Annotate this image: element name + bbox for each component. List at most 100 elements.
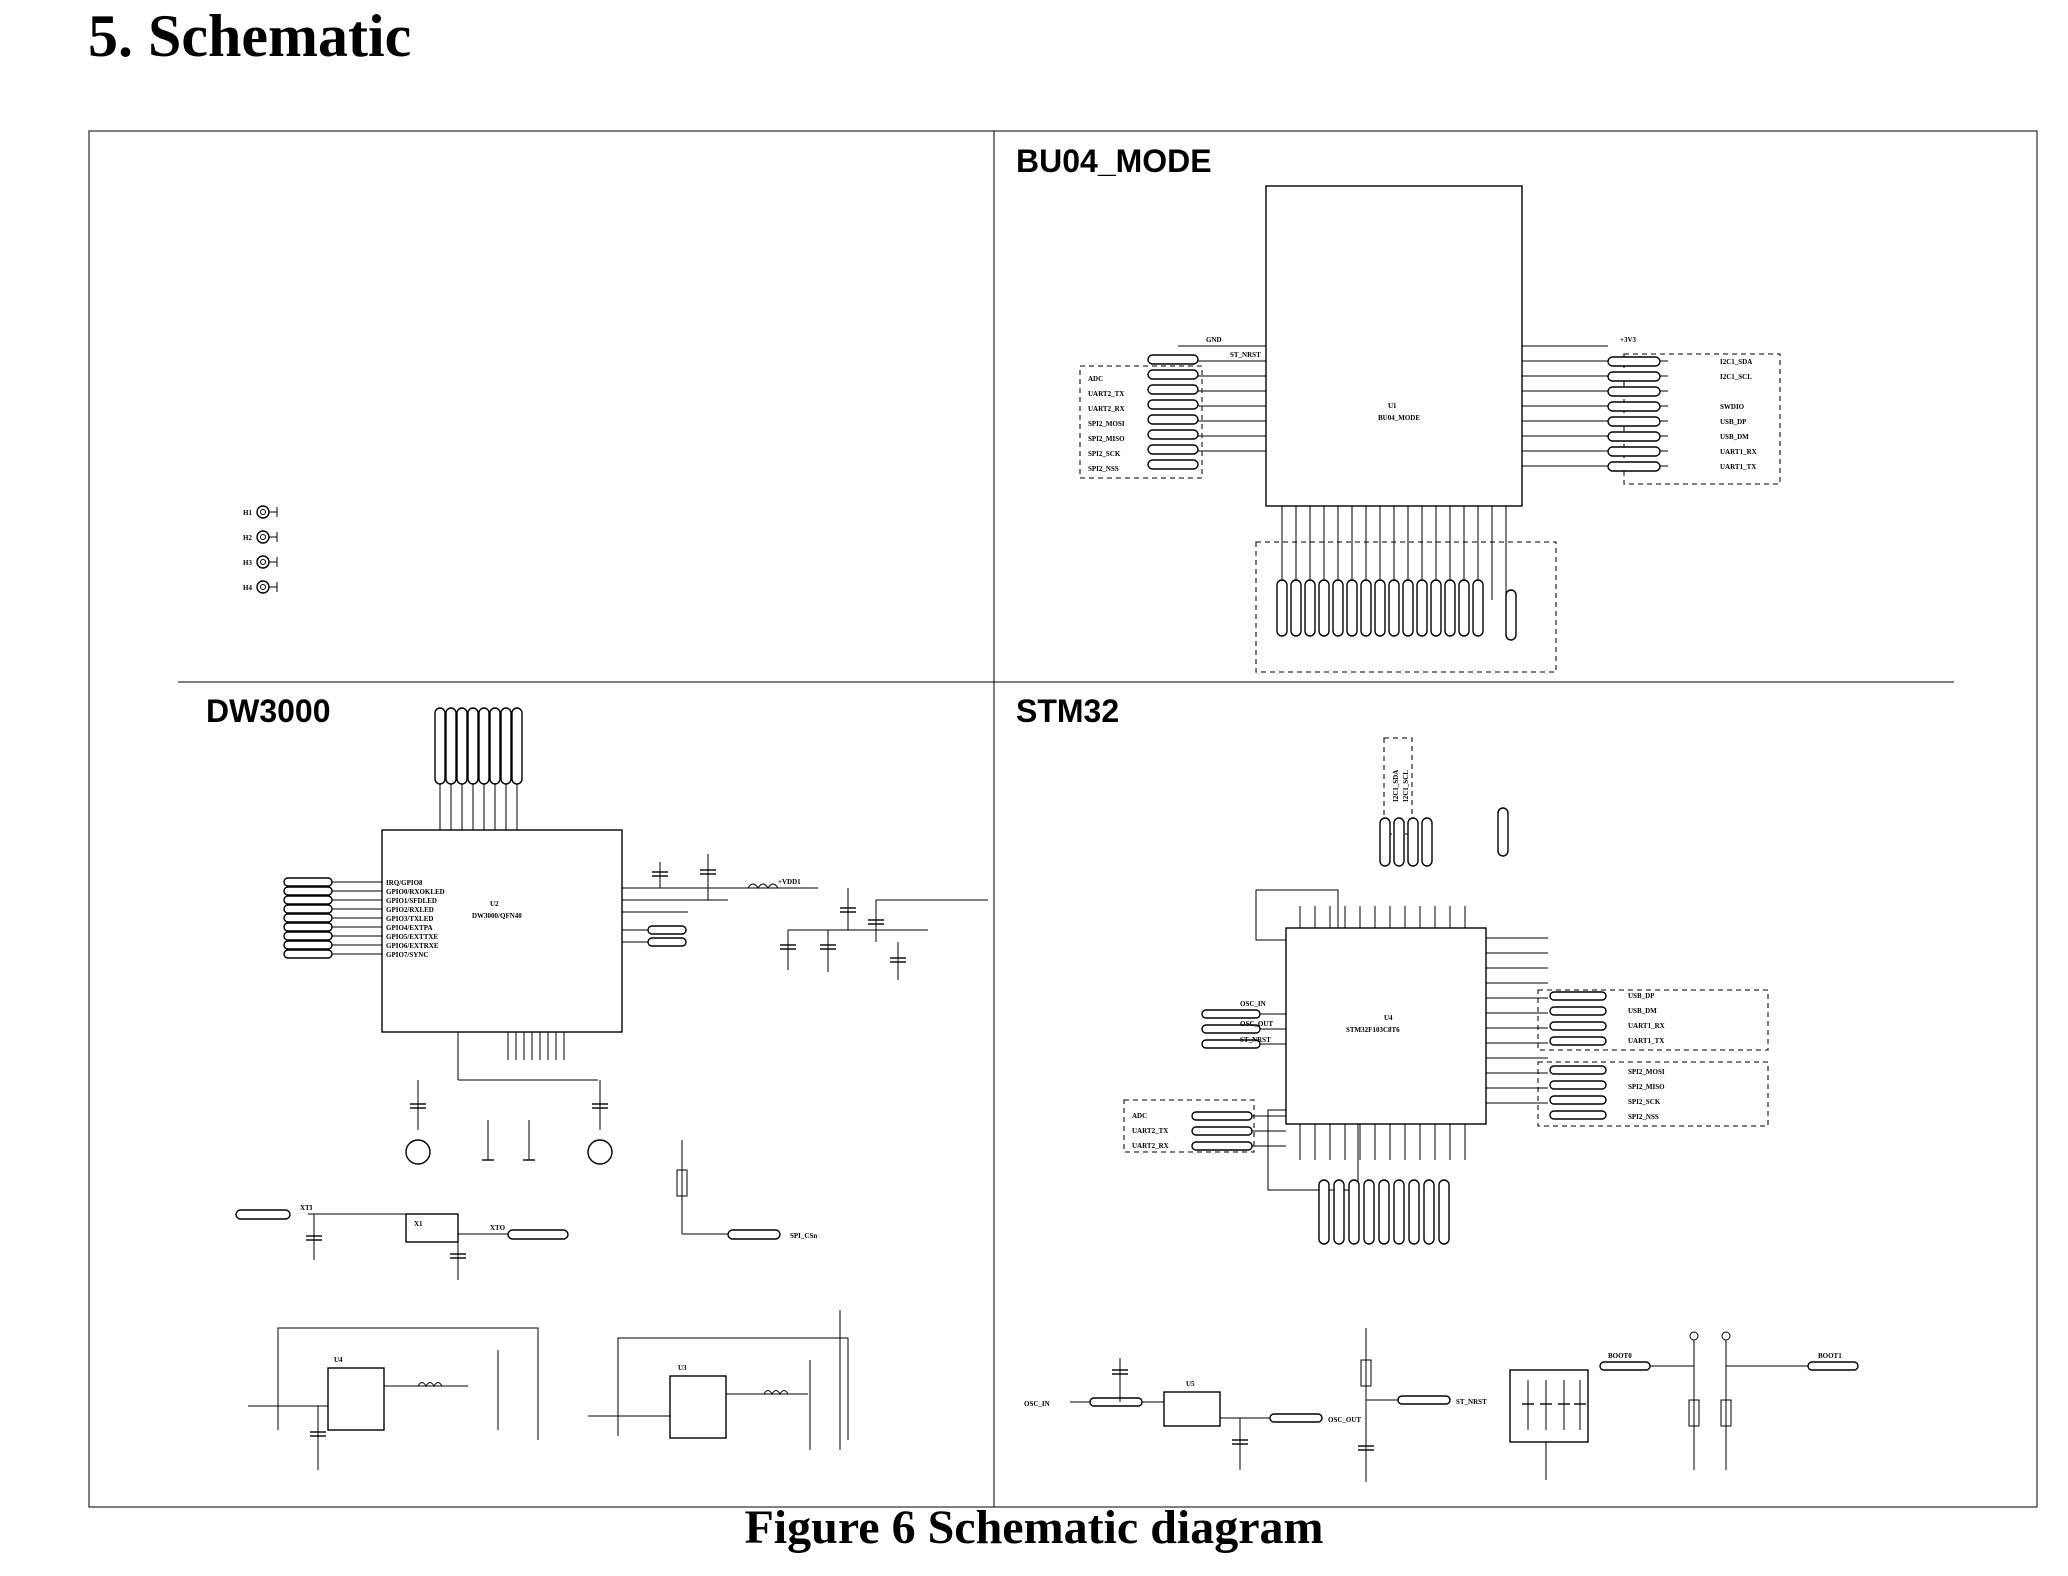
net-connector	[1318, 579, 1330, 637]
svg-text:ST_NRST: ST_NRST	[1456, 1398, 1487, 1406]
svg-text:SPI2_NSS: SPI2_NSS	[1088, 465, 1119, 473]
net-connector	[1290, 579, 1302, 637]
svg-text:H3: H3	[243, 559, 252, 567]
svg-text:GPIO2/RXLED: GPIO2/RXLED	[386, 906, 434, 914]
stm32-chip-body	[1285, 927, 1487, 1125]
svg-text:OSC_OUT: OSC_OUT	[1240, 1020, 1273, 1028]
net-connector	[1332, 579, 1344, 637]
net-connector	[283, 886, 333, 896]
net-connector	[467, 707, 479, 785]
net-connector	[1423, 1179, 1435, 1245]
net-connector	[1378, 1179, 1390, 1245]
svg-text:UART2_TX: UART2_TX	[1088, 390, 1124, 398]
net-connector	[283, 949, 333, 959]
stm32-boot-circuit: BOOT0 BOOT1	[1599, 1331, 1859, 1470]
svg-text:BOOT1: BOOT1	[1818, 1352, 1842, 1360]
net-connector	[1346, 579, 1358, 637]
svg-text:+3V3: +3V3	[1620, 336, 1637, 344]
net-connector	[1333, 1179, 1345, 1245]
svg-text:UART2_RX: UART2_RX	[1132, 1142, 1169, 1150]
svg-text:SPI2_MISO: SPI2_MISO	[1628, 1083, 1665, 1091]
svg-text:UART1_TX: UART1_TX	[1628, 1037, 1664, 1045]
svg-text:SPI2_MISO: SPI2_MISO	[1088, 435, 1125, 443]
svg-text:DW3000/QFN40: DW3000/QFN40	[472, 912, 522, 920]
net-connector	[500, 707, 512, 785]
net-connector	[283, 922, 333, 932]
svg-text:USB_DM: USB_DM	[1628, 1007, 1657, 1015]
net-connector	[283, 904, 333, 914]
net-connector	[1374, 579, 1386, 637]
figure-caption: Figure 6 Schematic diagram	[744, 1501, 1324, 1554]
svg-text:ST_NRST: ST_NRST	[1230, 351, 1261, 359]
svg-text:ST_NRST: ST_NRST	[1240, 1036, 1271, 1044]
net-connector	[445, 707, 457, 785]
svg-text:XTI: XTI	[300, 1204, 313, 1212]
svg-text:UART1_TX: UART1_TX	[1720, 463, 1756, 471]
svg-text:GPIO6/EXTRXE: GPIO6/EXTRXE	[386, 942, 439, 950]
net-connector	[283, 931, 333, 941]
dw3000-power-network: +VDD1	[622, 854, 988, 980]
svg-text:BOOT0: BOOT0	[1608, 1352, 1632, 1360]
net-connector	[283, 913, 333, 923]
figure-border	[88, 130, 2038, 1508]
svg-text:GPIO5/EXTTXE: GPIO5/EXTTXE	[386, 933, 438, 941]
dw3000-title: DW3000	[206, 693, 331, 729]
svg-text:ADC: ADC	[1132, 1112, 1147, 1120]
svg-text:GND: GND	[1206, 336, 1222, 344]
net-connector	[489, 707, 501, 785]
svg-text:SPI_CSn: SPI_CSn	[790, 1232, 817, 1240]
dw3000-regulators: U4 U3	[248, 1310, 849, 1470]
net-connector	[1549, 991, 1607, 1001]
svg-text:SPI2_NSS: SPI2_NSS	[1628, 1113, 1659, 1121]
svg-text:I2C1_SCL: I2C1_SCL	[1720, 373, 1752, 381]
stm32-title: STM32	[1016, 693, 1119, 729]
net-connector	[1549, 1036, 1607, 1046]
svg-text:USB_DM: USB_DM	[1720, 433, 1749, 441]
net-connector	[1444, 579, 1456, 637]
stm32-decoupling-caps	[1509, 1369, 1589, 1480]
net-connector	[1393, 1179, 1405, 1245]
net-connector	[1363, 1179, 1375, 1245]
svg-text:I2C1_SDA: I2C1_SDA	[1720, 358, 1752, 366]
net-connector	[1549, 1006, 1607, 1016]
net-connector	[1408, 1179, 1420, 1245]
stm32-top-pins	[1299, 906, 1466, 928]
svg-text:SPI2_SCK: SPI2_SCK	[1088, 450, 1121, 458]
net-connector	[1348, 1179, 1360, 1245]
stm32-oscillator-circuit: U5 OSC_IN OSC_OUT	[1024, 1358, 1361, 1470]
mounting-holes: H1 H2 H3 H4	[243, 505, 278, 594]
svg-text:ADC: ADC	[1088, 375, 1103, 383]
svg-text:GPIO4/EXTPA: GPIO4/EXTPA	[386, 924, 433, 932]
svg-text:GPIO0/RXOKLED: GPIO0/RXOKLED	[386, 888, 445, 896]
dw3000-crystal-area: X1 XTI XTO SPI_CSn	[235, 1032, 817, 1280]
svg-text:OSC_OUT: OSC_OUT	[1328, 1416, 1361, 1424]
bu04-right-net-group: +3V3 I2C1_SDA I2C1_SCL SWDIO USB_DP USB_…	[1522, 336, 1781, 485]
net-connector	[283, 877, 333, 887]
net-connector	[1438, 1179, 1450, 1245]
svg-text:UART2_RX: UART2_RX	[1088, 405, 1125, 413]
dw3000-top-connectors	[434, 707, 565, 1060]
stm32-i2c-nets: I2C1_SDA I2C1_SCL	[1379, 737, 1509, 867]
svg-text:I2C1_SCL: I2C1_SCL	[1402, 770, 1410, 802]
svg-text:XTO: XTO	[490, 1224, 506, 1232]
bu04-bottom-pins	[1255, 506, 1557, 673]
svg-text:SPI2_SCK: SPI2_SCK	[1628, 1098, 1661, 1106]
svg-text:BU04_MODE: BU04_MODE	[1378, 414, 1420, 422]
net-connector	[1402, 579, 1414, 637]
net-connector	[1505, 589, 1517, 641]
svg-text:OSC_IN: OSC_IN	[1024, 1400, 1050, 1408]
dw3000-section: DW3000 U2 DW3000/QFN40 IRQ/GPIO8 GPIO0/R…	[206, 693, 988, 1470]
svg-text:IRQ/GPIO8: IRQ/GPIO8	[386, 879, 423, 887]
svg-text:STM32F103C8T6: STM32F103C8T6	[1346, 1026, 1400, 1034]
net-connector	[1360, 579, 1372, 637]
svg-text:X1: X1	[414, 1220, 423, 1228]
svg-text:U5: U5	[1186, 1380, 1195, 1388]
bu04-left-net-group: ADC UART2_TX UART2_RX SPI2_MOSI SPI2_MIS…	[1079, 354, 1203, 479]
svg-text:OSC_IN: OSC_IN	[1240, 1000, 1266, 1008]
svg-text:USB_DP: USB_DP	[1628, 992, 1655, 1000]
bu04-title: BU04_MODE	[1016, 143, 1212, 179]
page-heading: 5. Schematic	[88, 3, 412, 69]
net-connector	[478, 707, 490, 785]
net-connector	[1549, 1065, 1607, 1075]
net-connector	[1458, 579, 1470, 637]
